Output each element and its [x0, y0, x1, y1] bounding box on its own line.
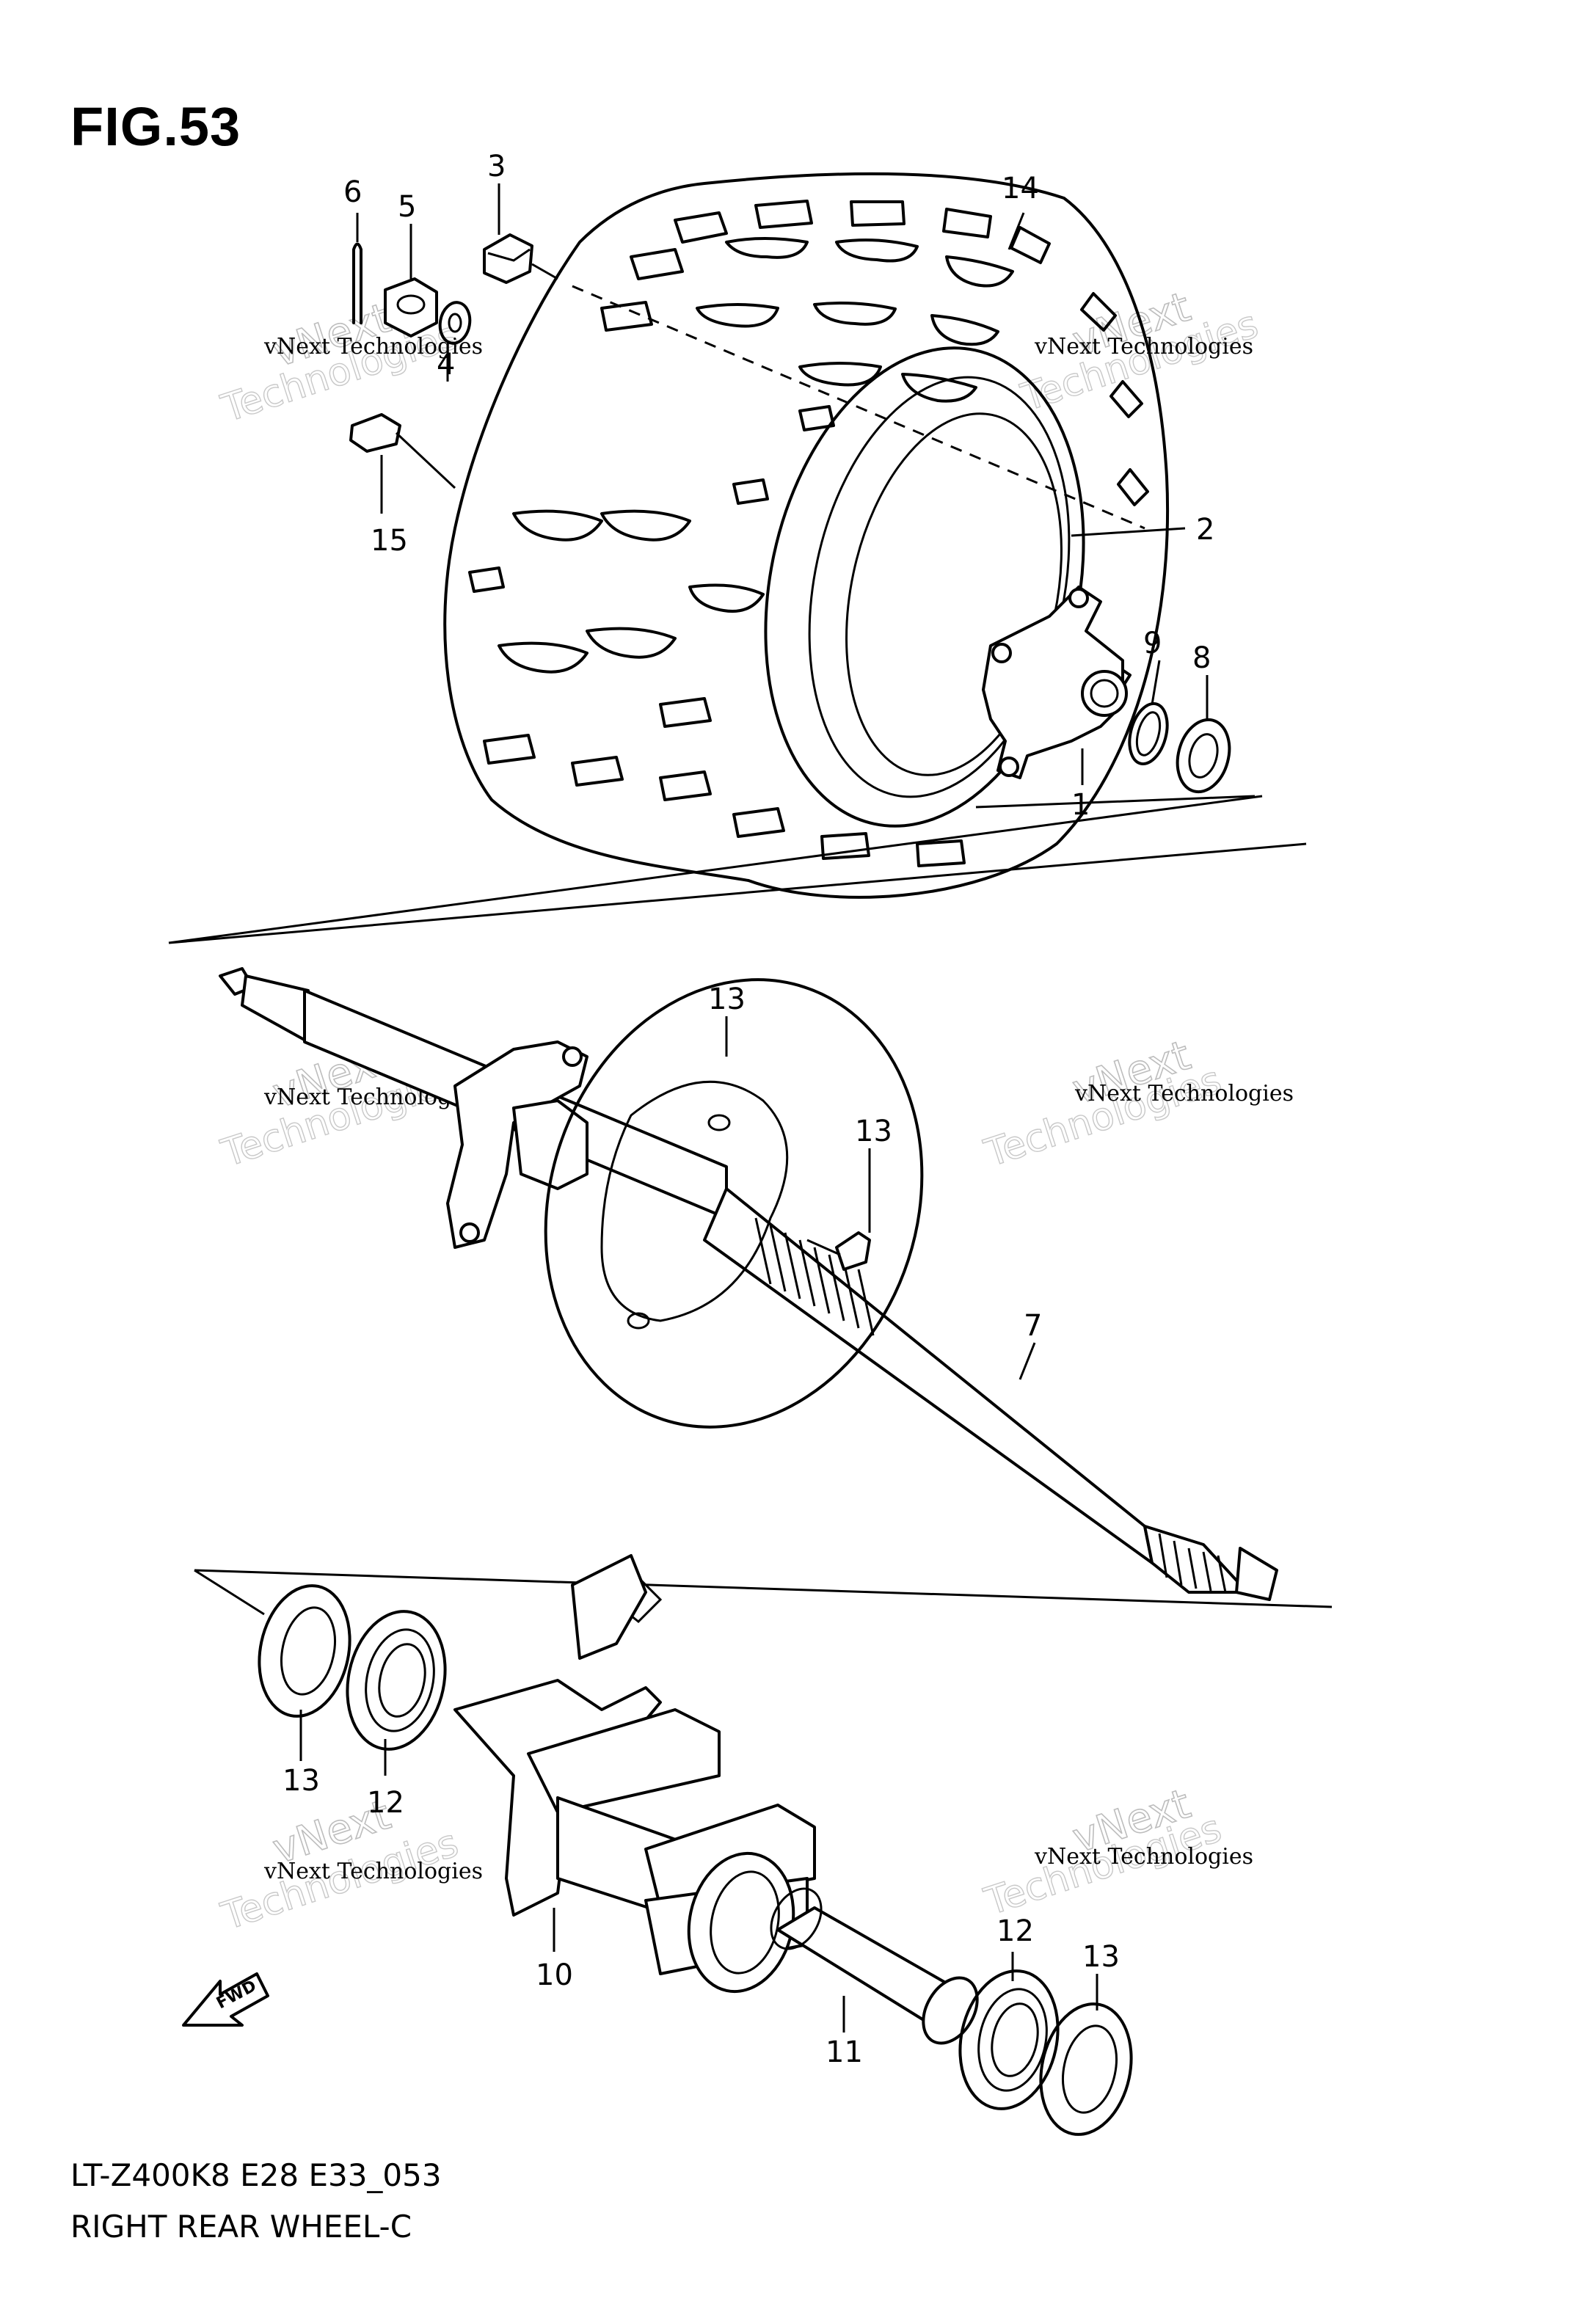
watermark-text: vNext Technologies — [1034, 1844, 1253, 1870]
hub-nut-8 — [1176, 718, 1231, 794]
callout-4: 4 — [437, 348, 455, 382]
bracket-line — [194, 1569, 1333, 1616]
leader-line — [531, 263, 558, 280]
callout-12a: 12 — [367, 1786, 404, 1820]
part-name: RIGHT REAR WHEEL-C — [70, 2209, 412, 2245]
fwd-arrow: FWD — [182, 1972, 269, 2027]
callout-10: 10 — [536, 1958, 573, 1992]
callout-8: 8 — [1192, 641, 1211, 675]
brake-disc-14 — [544, 978, 924, 1429]
hub-stud — [1068, 588, 1089, 608]
watermark-text: vNext Technologies — [1074, 1081, 1294, 1107]
hub-stud — [999, 757, 1019, 777]
callout-16: 14 — [1002, 172, 1039, 205]
leader-lines — [299, 183, 1209, 2033]
watermark-text: vNext Technologies — [1034, 334, 1253, 360]
model-code: LT-Z400K8 E28 E33_053 — [70, 2157, 442, 2193]
callout-3: 3 — [487, 150, 506, 183]
watermark-mid-right: vNext Technologies vNext Technologies — [979, 1031, 1294, 1176]
callout-6: 6 — [343, 175, 362, 209]
callout-labels-lower: 13 12 10 11 12 13 — [283, 1764, 1120, 2069]
callout-13a: 13 — [283, 1764, 320, 1798]
callout-13b: 13 — [1082, 1940, 1120, 1974]
callout-labels: 6 5 3 14 4 15 2 9 8 1 13 13 7 — [343, 150, 1214, 1343]
callout-14: 13 — [708, 982, 746, 1016]
hub-stud — [991, 643, 1012, 663]
watermark-bottom-right: vNext Technologies vNext Technologies — [979, 1779, 1253, 1925]
bearing-12-right — [958, 1969, 1060, 2110]
callout-17: 15 — [371, 524, 408, 558]
figure-title: FIG.53 — [70, 96, 241, 157]
oil-seal-13-right — [1039, 2002, 1133, 2136]
axle-housing-10 — [453, 1554, 816, 1994]
callout-7: 7 — [1024, 1309, 1042, 1343]
hub-bore — [1081, 670, 1128, 717]
callout-11: 11 — [826, 2035, 863, 2069]
assembly-axis-line — [975, 795, 1256, 809]
callout-9: 9 — [1143, 627, 1162, 660]
o-ring-9 — [1128, 701, 1169, 766]
wheel-hub-1 — [982, 586, 1128, 779]
callout-15: 13 — [855, 1115, 892, 1148]
oil-seal-13-left — [258, 1584, 351, 1718]
valve-17 — [349, 413, 456, 489]
watermark-bottom-left: vNext Technologies vNext Technologies — [216, 1790, 483, 1939]
callout-1: 1 — [1071, 788, 1090, 822]
callout-2: 2 — [1196, 513, 1214, 547]
nut-5 — [384, 277, 438, 338]
cap-3 — [483, 233, 533, 284]
tire-tread — [468, 200, 1149, 867]
callout-5: 5 — [398, 190, 416, 224]
rim-inner — [808, 376, 1071, 798]
callout-12b: 12 — [996, 1914, 1034, 1948]
watermark-text: vNext Technologies — [263, 1859, 483, 1884]
watermark-text: vNext Technologies — [263, 334, 483, 360]
assembly-axis-line — [572, 285, 1145, 530]
disc-bolt-15 — [806, 1231, 871, 1271]
bracket-line — [168, 795, 1307, 944]
tire-16 — [443, 172, 1170, 899]
cotter-pin-6 — [352, 242, 362, 324]
bearing-12-left — [346, 1610, 447, 1751]
washer-4 — [438, 301, 472, 345]
